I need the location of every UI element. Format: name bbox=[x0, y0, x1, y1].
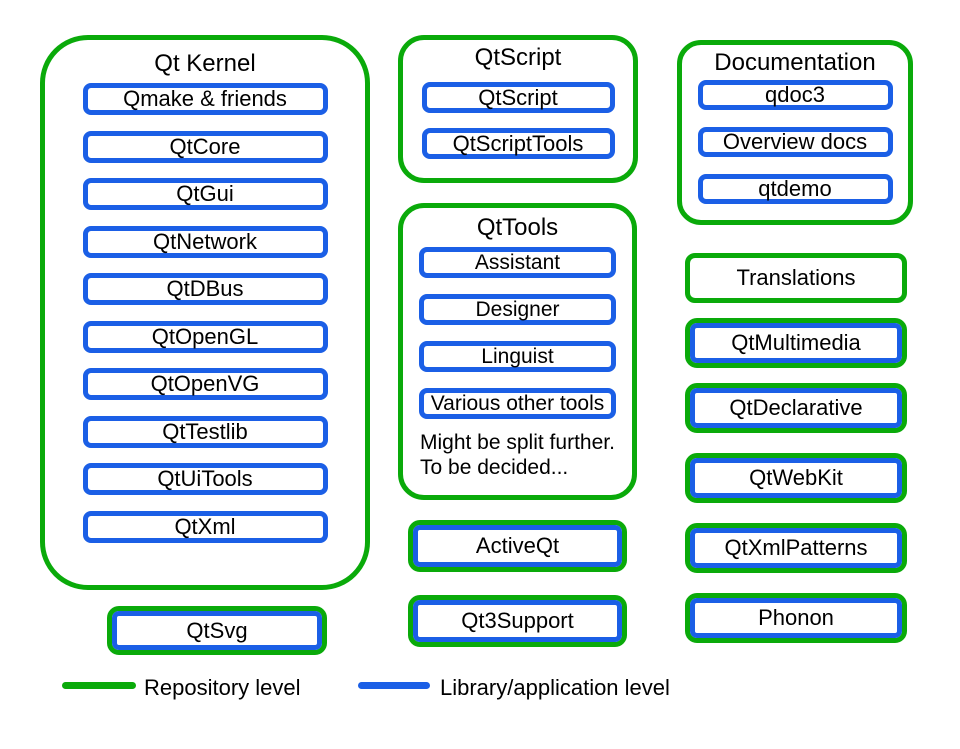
group-title: Documentation bbox=[714, 49, 876, 76]
module-box: QtOpenVG bbox=[82, 368, 328, 400]
module-qtwebkit: QtWebKit bbox=[685, 453, 907, 503]
module-box: Overview docs bbox=[697, 127, 893, 157]
module-box-list: Assistant Designer Linguist Various othe… bbox=[403, 247, 632, 419]
repository-group-documentation: Documentation qdoc3 Overview docs qtdemo bbox=[677, 40, 913, 225]
module-qtmultimedia: QtMultimedia bbox=[685, 318, 907, 368]
module-box: QtTestlib bbox=[82, 415, 328, 448]
module-box-list: QtScript QtScriptTools bbox=[403, 82, 633, 159]
module-box: ActiveQt bbox=[413, 525, 622, 567]
qttools-note-line1: Might be split further. bbox=[420, 431, 615, 454]
module-box-list: Qmake & friends QtCore QtGui QtNetwork Q… bbox=[45, 83, 365, 543]
module-qtxmlpatterns: QtXmlPatterns bbox=[685, 523, 907, 573]
module-box: Designer bbox=[419, 294, 616, 325]
module-translations: Translations bbox=[685, 253, 907, 303]
module-box: QtXmlPatterns bbox=[690, 528, 902, 568]
module-box: QtScriptTools bbox=[421, 128, 615, 159]
group-title: QtTools bbox=[476, 214, 559, 241]
module-qtdeclarative: QtDeclarative bbox=[685, 383, 907, 433]
module-box: QtGui bbox=[82, 178, 328, 210]
module-box: Assistant bbox=[419, 247, 616, 278]
module-box: qdoc3 bbox=[697, 80, 893, 110]
module-box: QtMultimedia bbox=[690, 323, 902, 363]
group-title: QtScript bbox=[474, 44, 562, 71]
module-activeqt: ActiveQt bbox=[408, 520, 627, 572]
qttools-note-line2: To be decided... bbox=[420, 456, 569, 479]
module-box: QtNetwork bbox=[82, 225, 328, 258]
module-box: Qt3Support bbox=[413, 600, 622, 642]
module-box: QtDeclarative bbox=[690, 388, 902, 428]
module-phonon: Phonon bbox=[685, 593, 907, 643]
group-title: Qt Kernel bbox=[154, 50, 256, 77]
module-box: QtWebKit bbox=[690, 458, 902, 498]
module-box: QtCore bbox=[82, 130, 328, 163]
repository-group-qtscript: QtScript QtScript QtScriptTools bbox=[398, 35, 638, 183]
module-qt3support: Qt3Support bbox=[408, 595, 627, 647]
module-box: QtXml bbox=[82, 510, 328, 543]
module-box: qtdemo bbox=[697, 174, 893, 204]
legend-library-label: Library/application level bbox=[440, 675, 670, 700]
module-box: QtOpenGL bbox=[82, 320, 328, 353]
module-box: Various other tools bbox=[419, 388, 616, 419]
module-box: QtScript bbox=[421, 82, 615, 113]
module-box: QtUiTools bbox=[82, 463, 328, 495]
repository-group-qt-kernel: Qt Kernel Qmake & friends QtCore QtGui Q… bbox=[40, 35, 370, 590]
legend-library-swatch bbox=[358, 682, 430, 689]
module-box: QtSvg bbox=[112, 611, 322, 650]
module-box: Linguist bbox=[419, 341, 616, 372]
qttools-note: Might be split further. To be decided... bbox=[420, 430, 632, 480]
module-box: QtDBus bbox=[82, 273, 328, 305]
module-box: Qmake & friends bbox=[82, 83, 328, 115]
repository-group-qttools: QtTools Assistant Designer Linguist Vari… bbox=[398, 203, 637, 500]
module-box: Phonon bbox=[690, 598, 902, 638]
legend-repository-swatch bbox=[62, 682, 136, 689]
legend-repository-label: Repository level bbox=[144, 675, 301, 700]
module-qtsvg: QtSvg bbox=[107, 606, 327, 655]
module-box-list: qdoc3 Overview docs qtdemo bbox=[682, 80, 908, 204]
